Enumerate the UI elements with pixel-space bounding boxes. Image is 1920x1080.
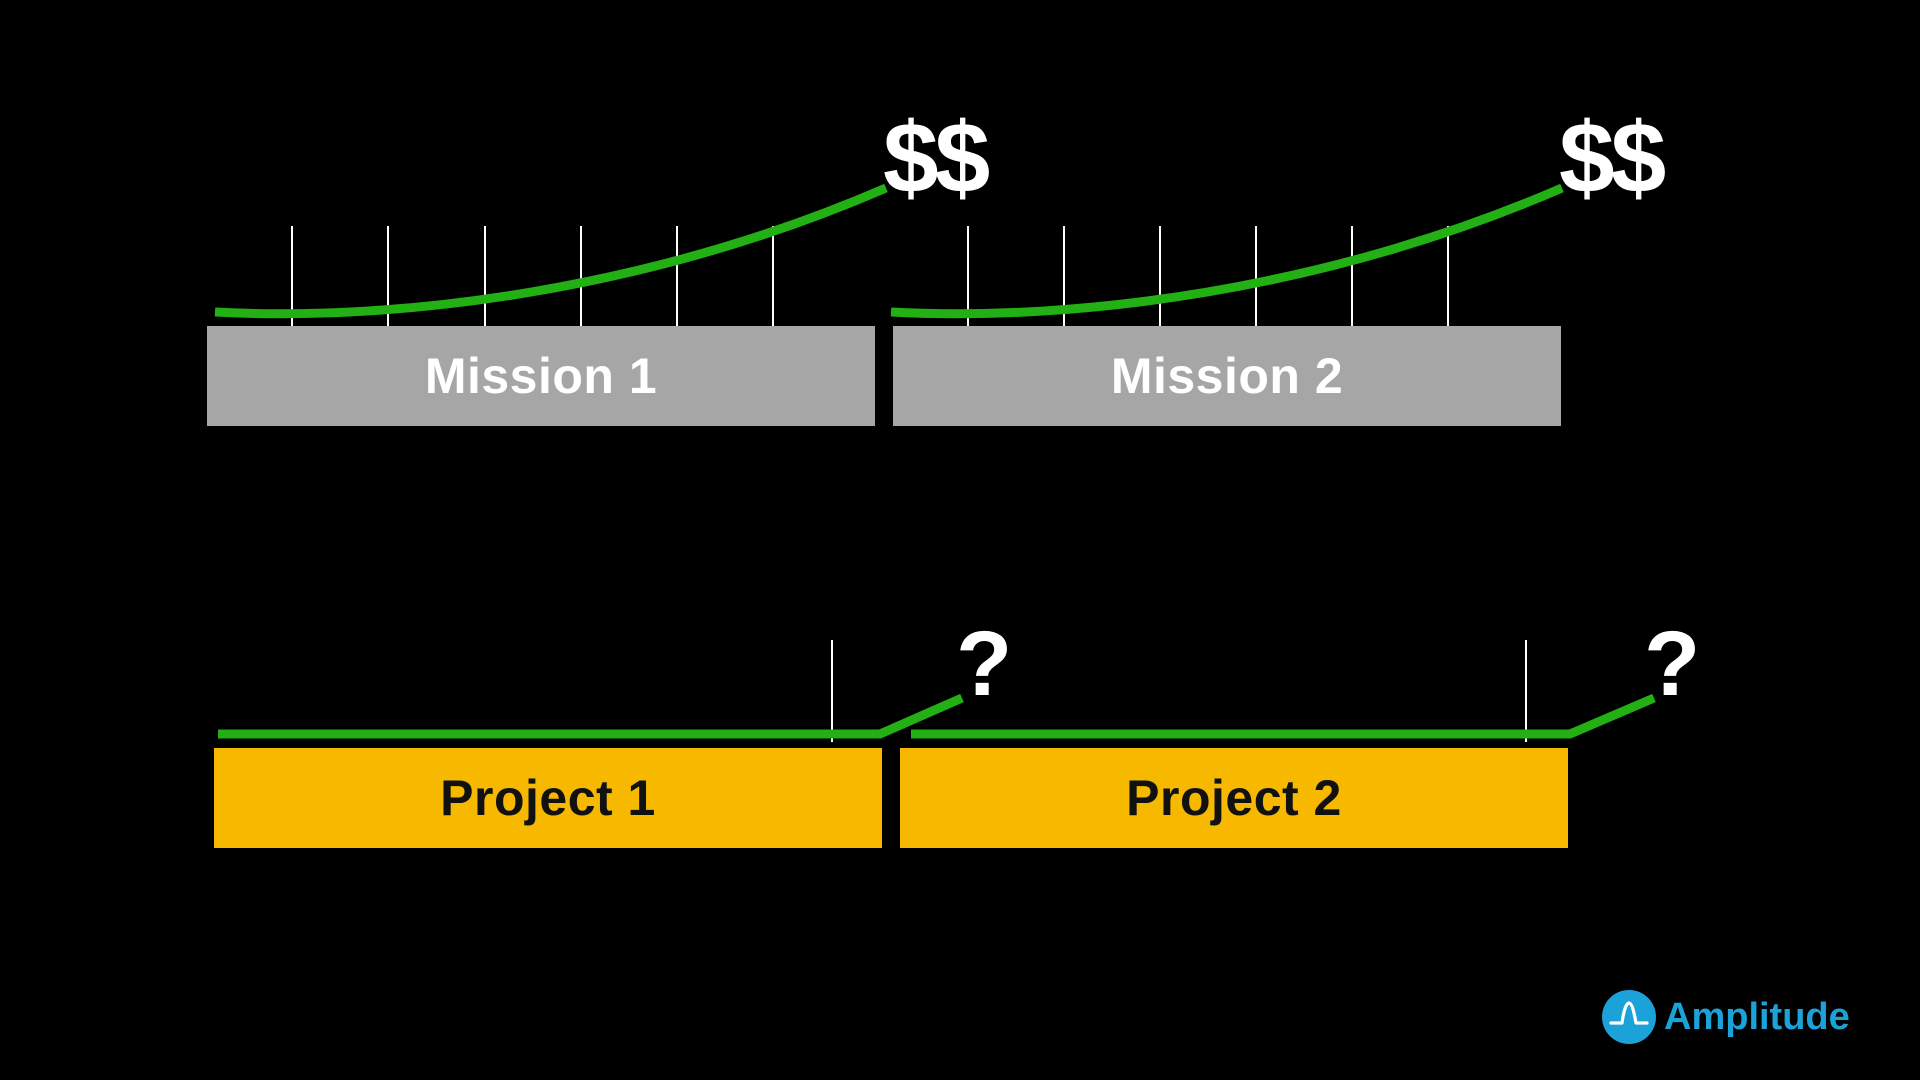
project-2-outcome: ?	[1644, 613, 1701, 715]
mission-1-value-curve	[214, 183, 888, 319]
mission-2-box: Mission 2	[893, 326, 1561, 426]
mission-1-outcome: $$	[883, 102, 990, 214]
project-1-value-line	[218, 693, 964, 739]
amplitude-logo-text: Amplitude	[1664, 995, 1850, 1038]
mission-1-box: Mission 1	[207, 326, 875, 426]
mission-1-label: Mission 1	[424, 348, 658, 404]
mission-2-ticks	[967, 226, 1449, 326]
mission-2-value-curve	[890, 183, 1564, 319]
project-1-box: Project 1	[214, 748, 882, 848]
project-2-value-line	[911, 693, 1656, 739]
project-1-label: Project 1	[440, 770, 656, 826]
project-2-label: Project 2	[1126, 770, 1342, 826]
mission-2-outcome: $$	[1559, 102, 1666, 214]
amplitude-logo-icon	[1602, 990, 1656, 1044]
mission-2-label: Mission 2	[1110, 348, 1344, 404]
amplitude-logo: Amplitude	[1602, 990, 1850, 1044]
project-2-box: Project 2	[900, 748, 1568, 848]
project-1-outcome: ?	[956, 613, 1013, 715]
